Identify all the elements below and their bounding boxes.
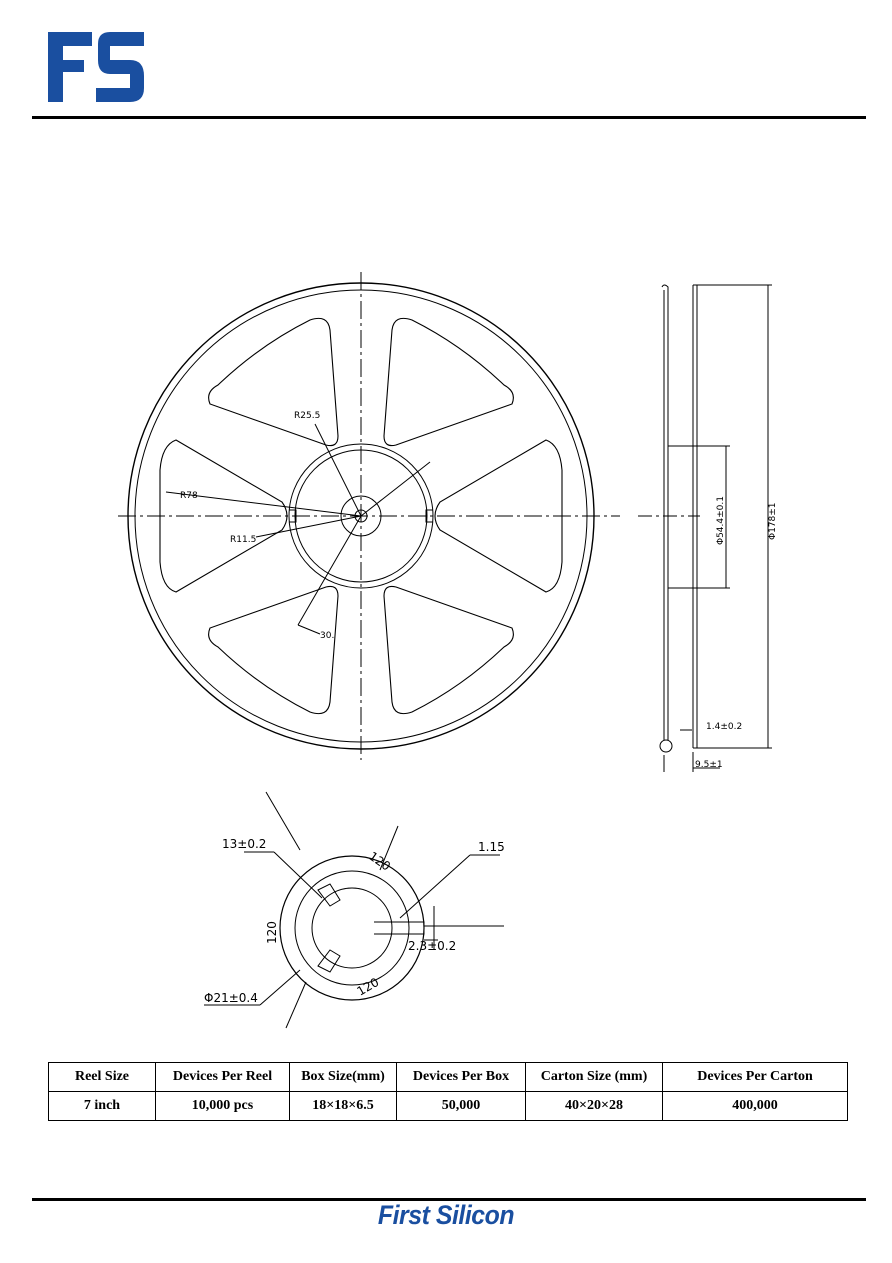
col-devices-per-carton: Devices Per Carton	[662, 1062, 848, 1092]
label-width: 9.5±1	[695, 760, 723, 770]
col-box-size: Box Size(mm)	[289, 1062, 397, 1092]
packing-spec-table: Reel Size Devices Per Reel Box Size(mm) …	[48, 1062, 848, 1121]
fs-logo	[48, 32, 144, 102]
table-row: 7 inch 10,000 pcs 18×18×6.5 50,000 40×20…	[48, 1091, 848, 1121]
cell-devices-per-box: 50,000	[396, 1091, 526, 1121]
footer-brand-logo: First Silicon	[377, 1200, 515, 1230]
label-slot-depth: 13±0.2	[222, 837, 266, 851]
label-angle-top: 120	[366, 849, 393, 874]
label-slot-width: 2.3±0.2	[408, 939, 456, 953]
label-flange: 1.4±0.2	[706, 722, 742, 732]
label-hub-dia: Φ21±0.4	[204, 991, 258, 1005]
cell-box-size: 18×18×6.5	[289, 1091, 397, 1121]
cell-reel-size: 7 inch	[48, 1091, 156, 1121]
cell-carton-size: 40×20×28	[525, 1091, 663, 1121]
cell-devices-per-carton: 400,000	[662, 1091, 848, 1121]
label-angle-left: 120	[265, 921, 279, 944]
footer-rule	[32, 1198, 866, 1201]
label-reel-diameter: Φ178±1	[768, 502, 778, 540]
label-r78: R78	[180, 491, 198, 501]
cell-devices-per-reel: 10,000 pcs	[155, 1091, 290, 1121]
header-rule	[32, 116, 866, 119]
table-header-row: Reel Size Devices Per Reel Box Size(mm) …	[48, 1062, 848, 1092]
label-hub-diameter: Φ54.4±0.1	[716, 496, 726, 545]
col-devices-per-reel: Devices Per Reel	[155, 1062, 290, 1092]
col-carton-size: Carton Size (mm)	[525, 1062, 663, 1092]
col-devices-per-box: Devices Per Box	[396, 1062, 526, 1092]
col-reel-size: Reel Size	[48, 1062, 156, 1092]
label-r11: R11.5	[230, 535, 256, 545]
label-edge: 1.15	[478, 840, 505, 854]
label-angle-30: 30.	[320, 631, 334, 641]
label-r25: R25.5	[294, 411, 320, 421]
